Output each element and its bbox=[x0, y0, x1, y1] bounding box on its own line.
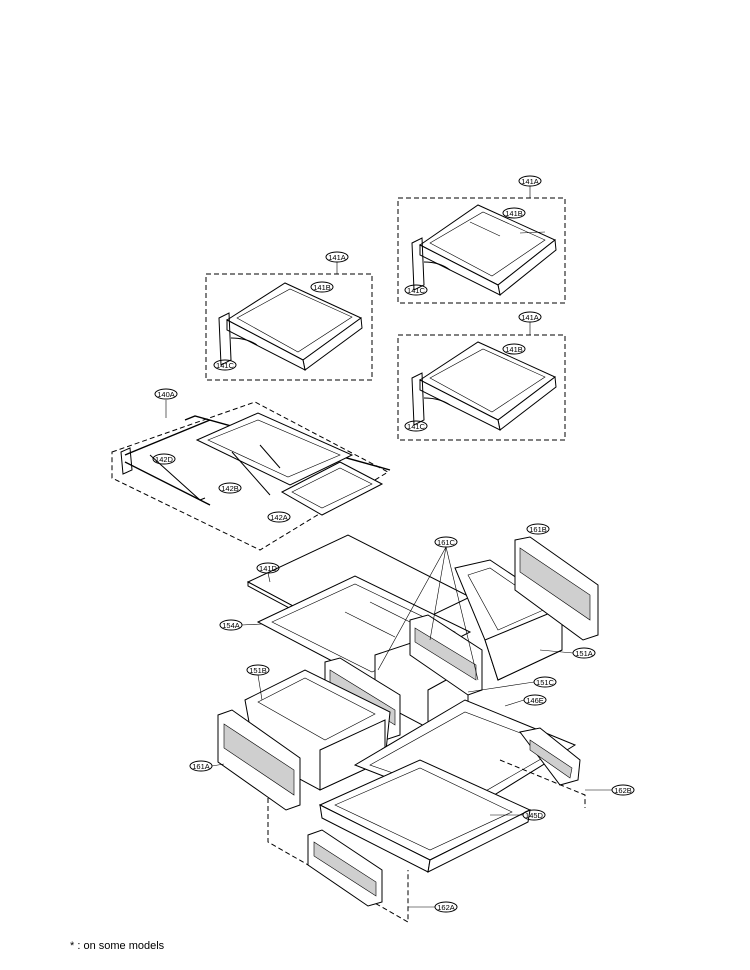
svg-text:141A: 141A bbox=[328, 253, 346, 262]
svg-text:146E: 146E bbox=[526, 696, 544, 705]
svg-text:141B: 141B bbox=[505, 345, 523, 354]
callout-141b-mid: 141B bbox=[502, 343, 526, 355]
callout-146e: 146E bbox=[504, 694, 547, 707]
svg-text:141B: 141B bbox=[313, 283, 331, 292]
callout-145d: 145D bbox=[490, 809, 546, 821]
callout-141a-mid: 141A bbox=[518, 311, 542, 323]
callout-161b: 161B bbox=[526, 523, 550, 535]
svg-text:142D: 142D bbox=[155, 455, 174, 464]
callout-141a-top: 141A bbox=[518, 175, 542, 187]
folding-shelf-assembly bbox=[111, 400, 391, 551]
callout-162b: 162B bbox=[585, 784, 635, 796]
svg-text:141A: 141A bbox=[521, 177, 539, 186]
callout-141b-top: 141B bbox=[502, 207, 526, 219]
callout-151a: 151A bbox=[539, 647, 596, 659]
svg-text:151C: 151C bbox=[536, 678, 555, 687]
callout-151c: 151C bbox=[467, 676, 557, 693]
callout-151b: 151B bbox=[246, 664, 270, 701]
shelf-assembly-middle-right bbox=[397, 322, 566, 441]
svg-text:151A: 151A bbox=[575, 649, 593, 658]
callout-161a: 161A bbox=[189, 760, 225, 772]
svg-text:161C: 161C bbox=[437, 538, 456, 547]
svg-text:141B: 141B bbox=[505, 209, 523, 218]
shelf-assembly-left bbox=[205, 262, 373, 381]
svg-text:141A: 141A bbox=[521, 313, 539, 322]
callout-142a: 142A bbox=[267, 511, 291, 523]
callout-141d: 141D bbox=[256, 562, 280, 583]
svg-text:141D: 141D bbox=[259, 564, 278, 573]
svg-text:141C: 141C bbox=[407, 422, 426, 431]
callout-141b-left: 141B bbox=[310, 281, 334, 293]
svg-text:141C: 141C bbox=[216, 361, 235, 370]
svg-text:154A: 154A bbox=[222, 621, 240, 630]
svg-text:141C: 141C bbox=[407, 286, 426, 295]
callout-162a: 162A bbox=[408, 901, 458, 913]
svg-text:161A: 161A bbox=[192, 762, 210, 771]
callout-141c-mid: 141C bbox=[404, 420, 428, 432]
crisper-assembly bbox=[217, 534, 599, 923]
callout-141c-left: 141C bbox=[213, 359, 237, 371]
svg-text:142B: 142B bbox=[221, 484, 239, 493]
svg-text:140A: 140A bbox=[157, 390, 175, 399]
callout-142b: 142B bbox=[218, 482, 242, 494]
svg-text:162B: 162B bbox=[614, 786, 632, 795]
svg-text:142A: 142A bbox=[270, 513, 288, 522]
callout-154a: 154A bbox=[219, 619, 263, 631]
svg-text:161B: 161B bbox=[529, 525, 547, 534]
callout-141c-top: 141C bbox=[404, 284, 428, 296]
footnote: * : on some models bbox=[70, 940, 165, 952]
svg-text:145D: 145D bbox=[525, 811, 544, 820]
callout-142d: 142D bbox=[152, 453, 176, 465]
shelf-assembly-top-right bbox=[397, 186, 566, 304]
callout-labels: 141A 141B 141C 141A 141B 141C 141A 14 bbox=[152, 175, 635, 913]
callout-140a: 140A bbox=[154, 388, 178, 400]
callout-141a-left: 141A bbox=[325, 251, 349, 263]
svg-text:162A: 162A bbox=[437, 903, 455, 912]
svg-text:151B: 151B bbox=[249, 666, 267, 675]
callout-161c: 161C bbox=[377, 536, 479, 681]
